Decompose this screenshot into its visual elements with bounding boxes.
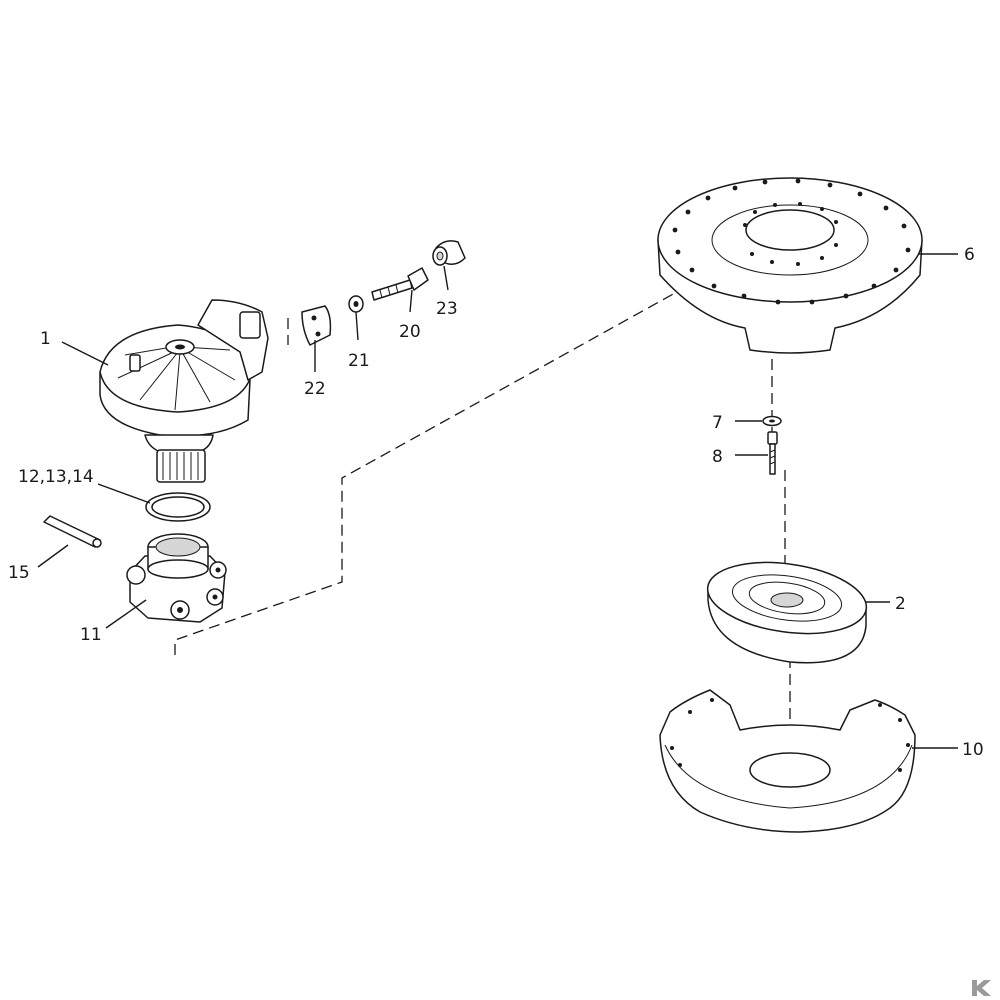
part-7-washer (762, 415, 782, 427)
part-1-gearbox-housing (99, 299, 269, 483)
flange-bolt-holes (672, 178, 911, 305)
label-part-2: 2 (895, 594, 906, 614)
label-part-6: 6 (964, 245, 975, 265)
part-11-coupling (126, 533, 227, 623)
label-part-15: 15 (8, 563, 30, 583)
label-part-8: 8 (712, 447, 723, 467)
label-part-22: 22 (304, 379, 326, 399)
part-20-long-bolt (371, 267, 429, 301)
part-2-oval-hub (706, 561, 868, 664)
part-8-bolt (767, 431, 778, 475)
part-10-guard-plate (659, 689, 916, 833)
label-part-20: 20 (399, 322, 421, 342)
k-logo-icon (972, 980, 991, 996)
leader-lines (37, 253, 958, 749)
label-part-12-13-14: 12,13,14 (18, 467, 94, 487)
part-15-pin (43, 515, 102, 548)
label-part-1: 1 (40, 329, 51, 349)
label-part-11: 11 (80, 625, 102, 645)
part-labels: 1 12,13,14 15 11 22 21 20 23 6 7 8 2 10 (8, 245, 984, 760)
part-23-cap-nut (432, 240, 466, 266)
part-22-bracket (301, 305, 332, 346)
part-6-flange-disc (657, 177, 923, 354)
label-part-21: 21 (348, 351, 370, 371)
label-part-10: 10 (962, 740, 984, 760)
label-part-23: 23 (436, 299, 458, 319)
part-21-washer (348, 295, 364, 313)
part-12-13-14-o-ring (145, 492, 211, 522)
label-part-7: 7 (712, 413, 723, 433)
